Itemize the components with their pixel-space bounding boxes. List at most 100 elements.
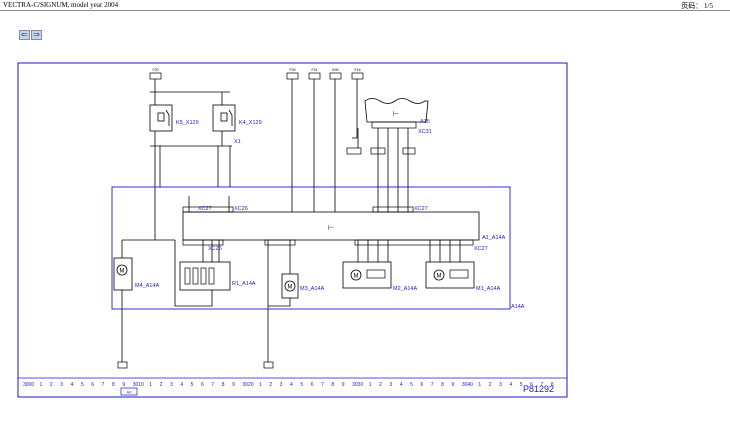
grid-minor-label: 6 xyxy=(530,382,533,388)
grid-minor-label: 2 xyxy=(489,382,492,388)
grid-minor-label: 7 xyxy=(431,382,434,388)
grid-minor-label: 4 xyxy=(180,382,183,388)
label-m4: M4_A14A xyxy=(135,283,159,289)
page-label: 页码： xyxy=(681,2,703,10)
grid-minor-label: 7 xyxy=(102,382,105,388)
grid-minor-label: 4 xyxy=(290,382,293,388)
fuse-f16-label: F16 xyxy=(354,68,360,72)
forward-arrow-icon[interactable]: ⇒ xyxy=(31,30,42,40)
actuator-m2-pot xyxy=(366,269,386,279)
ground-reference-label: A0 xyxy=(127,390,133,395)
grid-minor-label: 9 xyxy=(232,382,235,388)
label-a15: A15 xyxy=(420,119,430,125)
motor-m4-box xyxy=(113,257,133,291)
fuse-tag-f16 xyxy=(351,72,364,80)
fuse-b30-label: B30 xyxy=(332,68,338,72)
grid-minor-label: 9 xyxy=(342,382,345,388)
label-xc27-bottom: XC27 xyxy=(474,246,488,252)
grid-minor-label: 2 xyxy=(269,382,272,388)
control-unit-a14a xyxy=(111,186,511,310)
actuator-m1-symbol: M xyxy=(437,274,442,280)
label-k5: K5_X129 xyxy=(176,120,199,126)
grid-minor-label: 1 xyxy=(149,382,152,388)
grid-minor-label: 8 xyxy=(441,382,444,388)
label-a14a: A14A xyxy=(511,304,525,310)
relay-k5-coil xyxy=(157,112,165,122)
fuse-tag-f20 xyxy=(149,72,162,80)
grid-minor-label: 7 xyxy=(541,382,544,388)
module-a15 xyxy=(364,98,429,123)
motor-m3-symbol: M xyxy=(288,285,293,291)
motor-m4-symbol: M xyxy=(120,269,125,275)
grid-minor-label: 4 xyxy=(71,382,74,388)
grid-minor-label: 2 xyxy=(379,382,382,388)
grid-minor-label: 8 xyxy=(331,382,334,388)
grid-minor-label: 3 xyxy=(280,382,283,388)
a15-ground-symbol: ⊢ xyxy=(393,111,399,118)
label-xc27-top: XC27 xyxy=(198,206,212,212)
grid-minor-label: 8 xyxy=(222,382,225,388)
grid-minor-label: 8 xyxy=(551,382,554,388)
grid-minor-label: 5 xyxy=(191,382,194,388)
grid-minor-label: 8 xyxy=(112,382,115,388)
ground-tag-mid xyxy=(263,361,274,369)
wires xyxy=(121,79,461,362)
label-r1: R1_A14A xyxy=(232,281,256,287)
grid-minor-label: 2 xyxy=(160,382,163,388)
grid-minor-label: 3 xyxy=(60,382,63,388)
grid-minor-label: 3 xyxy=(389,382,392,388)
label-x1: X1 xyxy=(234,139,241,145)
back-arrow-icon[interactable]: ⇐ xyxy=(19,30,30,40)
grid-minor-label: 5 xyxy=(520,382,523,388)
connector-strips xyxy=(182,206,474,246)
a1-ground-symbol: ⊢ xyxy=(328,225,334,232)
grid-minor-label: 1 xyxy=(259,382,262,388)
grid-minor-label: 6 xyxy=(201,382,204,388)
grid-minor-label: 1 xyxy=(369,382,372,388)
label-xc31: XC31 xyxy=(418,129,432,135)
ground-reference-box xyxy=(120,387,138,396)
grid-minor-label: 5 xyxy=(81,382,84,388)
grid-major-label: 3000 xyxy=(23,382,34,388)
fuse-f30-label: F30 xyxy=(289,68,295,72)
label-a1: A1_A14A xyxy=(482,235,506,241)
header-bar: VECTRA-C/SIGNUM, model year 2004 页码： 1/5 xyxy=(0,0,730,12)
actuator-m2-motor xyxy=(350,269,362,281)
fuse-tags xyxy=(149,72,364,80)
grid-minor-label: 9 xyxy=(122,382,125,388)
grid-minor-label: 3 xyxy=(499,382,502,388)
fuse-tag-f30 xyxy=(286,72,299,80)
inline-connector-2 xyxy=(370,147,386,155)
label-m3: M3_A14A xyxy=(300,286,324,292)
label-xc27-right: XC27 xyxy=(414,206,428,212)
grid-minor-label: 7 xyxy=(321,382,324,388)
grid-minor-label: 9 xyxy=(451,382,454,388)
fuse-f20-label: F20 xyxy=(152,68,158,72)
grid-minor-label: 6 xyxy=(91,382,94,388)
relay-k5 xyxy=(149,104,173,132)
grid-minor-label: 1 xyxy=(478,382,481,388)
grid-minor-label: 4 xyxy=(400,382,403,388)
grid-major-label: 3040 xyxy=(462,382,473,388)
fuse-tag-b30 xyxy=(329,72,342,80)
header-divider xyxy=(0,10,730,11)
ground-tag-left xyxy=(117,361,128,369)
grid-minor-label: 6 xyxy=(311,382,314,388)
motor-m3 xyxy=(284,280,296,292)
actuator-m2-symbol: M xyxy=(354,274,359,280)
grid-major-label: 3030 xyxy=(352,382,363,388)
component-labels: K5_X129 K4_X129 X1 A15 XC31 XC27 XC26 XC… xyxy=(135,119,525,310)
connector-xc31 xyxy=(371,121,417,129)
actuator-m1-pot xyxy=(449,269,469,279)
label-m1: M1_A14A xyxy=(476,286,500,292)
resistor-r1-box xyxy=(179,261,231,291)
grid-minor-label: 6 xyxy=(420,382,423,388)
grid-minor-label: 5 xyxy=(300,382,303,388)
grid-minor-label: 7 xyxy=(211,382,214,388)
grid-minor-label: 4 xyxy=(509,382,512,388)
page-number: 1/5 xyxy=(704,2,713,10)
motor-m3-box xyxy=(281,273,299,299)
inline-connector-3 xyxy=(402,147,416,155)
